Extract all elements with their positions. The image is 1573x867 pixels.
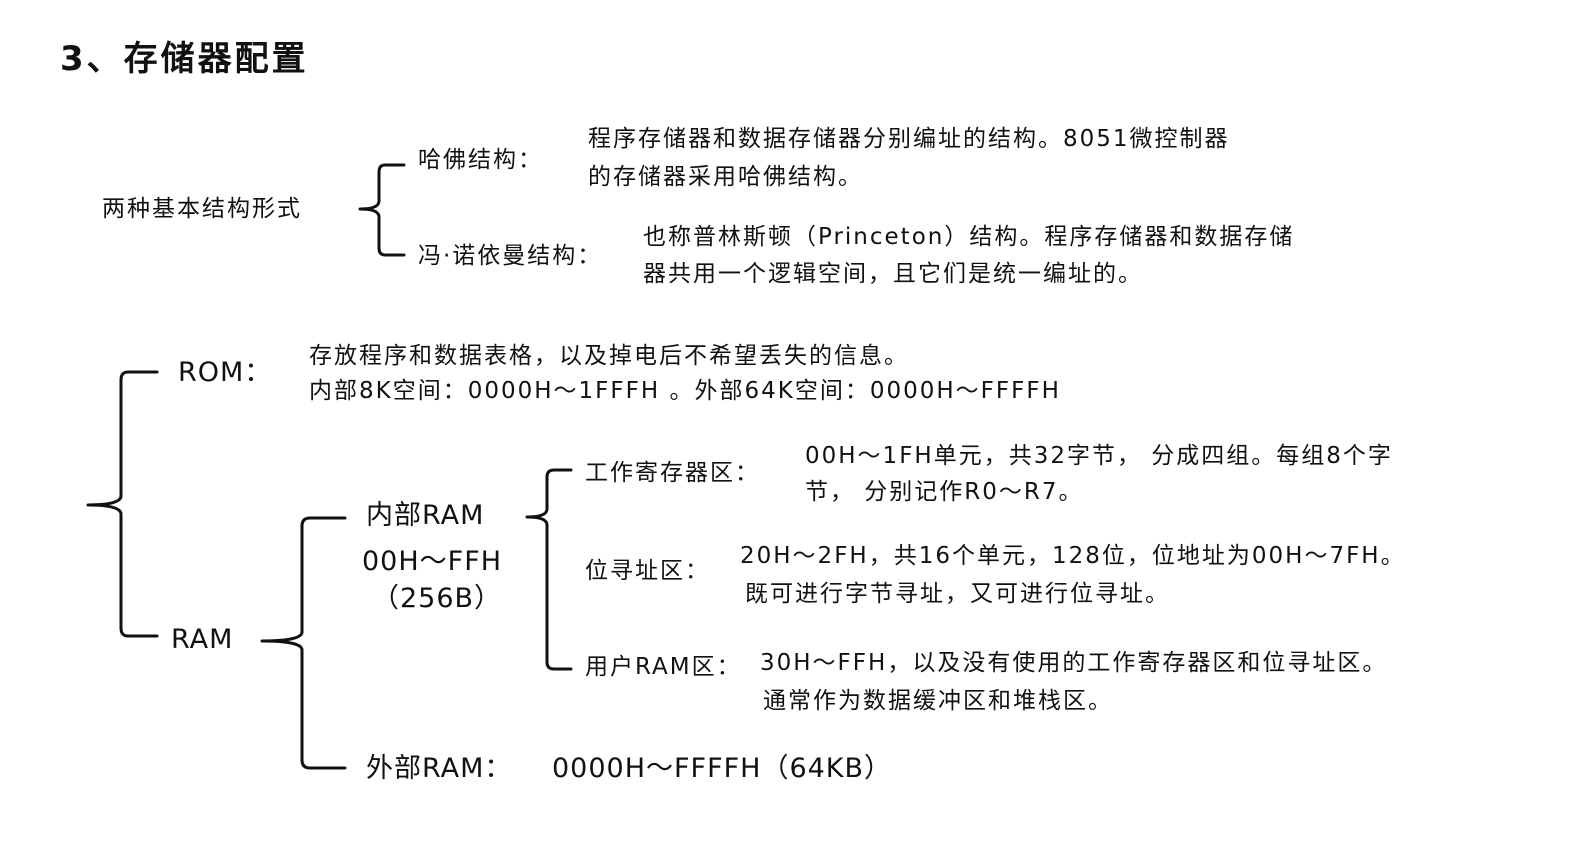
- rom-desc-line-2: 内部8K空间：0000H～1FFFH 。外部64K空间：0000H～FFFFH: [309, 378, 1061, 404]
- structures-label: 两种基本结构形式: [102, 196, 302, 222]
- work-register-desc-line-1: 00H～1FH单元，共32字节， 分成四组。每组8个字: [805, 443, 1393, 469]
- internal-ram-size: （256B）: [372, 583, 503, 614]
- ram-label: RAM: [171, 624, 234, 655]
- bit-address-desc-line-2: 既可进行字节寻址，又可进行位寻址。: [745, 581, 1170, 607]
- memory-brace: [86, 370, 159, 638]
- external-ram-label: 外部RAM：: [366, 753, 513, 784]
- user-ram-label: 用户RAM区：: [585, 654, 742, 680]
- rom-desc-line-1: 存放程序和数据表格，以及掉电后不希望丢失的信息。: [309, 343, 909, 369]
- internal-ram-label: 内部RAM: [366, 500, 485, 531]
- bit-address-label: 位寻址区：: [585, 558, 710, 584]
- user-ram-desc-line-2: 通常作为数据缓冲区和堆栈区。: [763, 688, 1113, 714]
- internal-ram-brace: [525, 468, 573, 671]
- harvard-desc-line-1: 程序存储器和数据存储器分别编址的结构。8051微控制器: [588, 126, 1230, 152]
- structures-brace: [358, 163, 406, 257]
- von-neumann-desc-line-1: 也称普林斯顿（Princeton）结构。程序存储器和数据存储: [643, 224, 1295, 250]
- ram-brace: [260, 516, 347, 770]
- user-ram-desc-line-1: 30H～FFH，以及没有使用的工作寄存器区和位寻址区。: [760, 650, 1388, 676]
- von-neumann-desc-line-2: 器共用一个逻辑空间，且它们是统一编址的。: [643, 261, 1143, 287]
- von-neumann-label: 冯·诺依曼结构：: [418, 243, 603, 269]
- harvard-label: 哈佛结构：: [418, 147, 543, 173]
- work-register-desc-line-2: 节， 分别记作R0～R7。: [805, 479, 1084, 505]
- harvard-desc-line-2: 的存储器采用哈佛结构。: [588, 164, 863, 190]
- work-register-label: 工作寄存器区：: [585, 460, 760, 486]
- internal-ram-range: 00H～FFH: [362, 546, 503, 577]
- bit-address-desc-line-1: 20H～2FH，共16个单元，128位，位地址为00H～7FH。: [740, 543, 1406, 569]
- page-title: 3、存储器配置: [60, 39, 309, 79]
- rom-label: ROM：: [178, 357, 273, 388]
- external-ram-range: 0000H～FFFFH（64KB）: [552, 753, 893, 784]
